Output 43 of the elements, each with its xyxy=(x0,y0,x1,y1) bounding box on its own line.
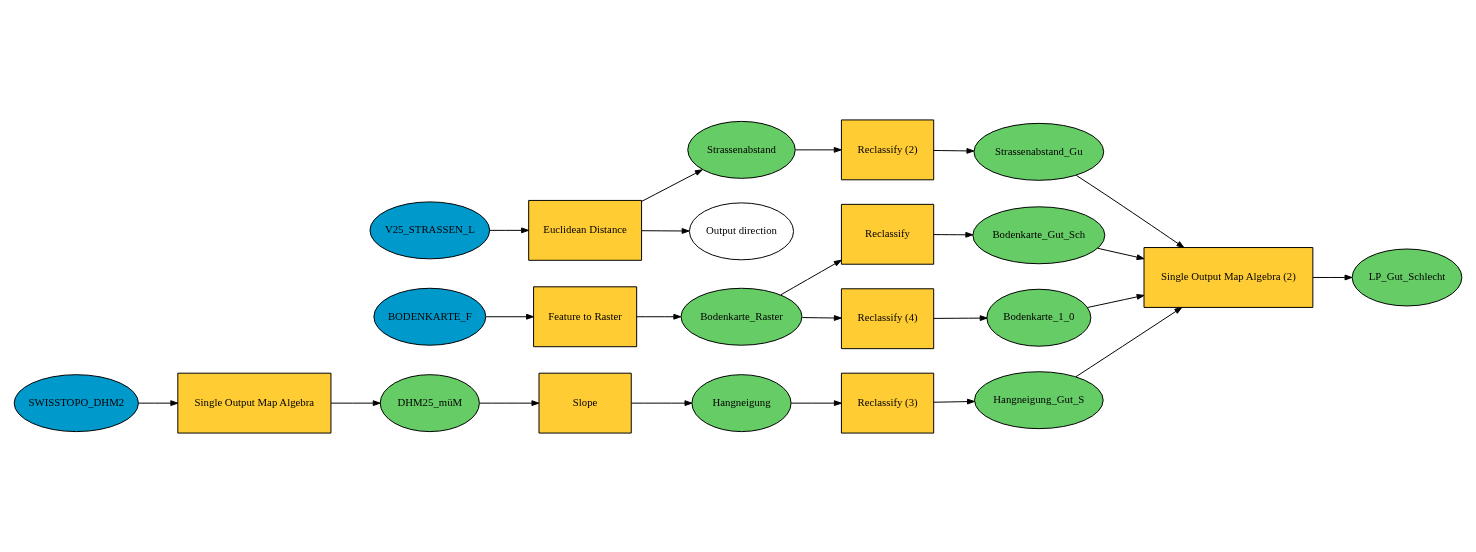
node-ellipse: Bodenkarte_1_0 xyxy=(986,288,1092,347)
node-ellipse: Strassenabstand_Gu xyxy=(973,122,1105,181)
node-ellipse: Hangneigung_Gut_S xyxy=(974,370,1104,429)
arrow xyxy=(479,399,540,406)
arrow xyxy=(641,227,690,234)
node-box: Single Output Map Algebra xyxy=(177,372,332,434)
arrow xyxy=(138,399,179,406)
arrow xyxy=(933,398,975,404)
arrow xyxy=(1075,174,1185,248)
node-ellipse: Output direction xyxy=(688,201,795,260)
arrow xyxy=(795,146,842,153)
arrow xyxy=(933,314,988,321)
node-box: Single Output Map Algebra (2) xyxy=(1143,246,1314,308)
arrow xyxy=(933,231,974,238)
node-box: Feature to Raster xyxy=(533,285,638,347)
arrow xyxy=(1087,293,1145,308)
arrow xyxy=(631,399,693,406)
arrow xyxy=(1312,274,1353,280)
node-ellipse: Bodenkarte_Gut_Sch xyxy=(972,205,1106,264)
arrow xyxy=(636,313,682,320)
arrow xyxy=(1097,247,1145,260)
arrow xyxy=(641,168,703,202)
node-box: Slope xyxy=(538,372,632,434)
node-box: Reclassify (4) xyxy=(840,287,935,349)
node-box: Reclassify (2) xyxy=(840,118,935,180)
arrow xyxy=(780,259,842,295)
arrow xyxy=(485,313,534,320)
node-box: Reclassify (3) xyxy=(840,372,935,434)
arrow xyxy=(790,399,842,406)
arrow xyxy=(1075,306,1183,377)
node-ellipse: BODENKARTE_F xyxy=(373,287,487,346)
node-ellipse: LP_Gut_Schlecht xyxy=(1351,248,1463,306)
node-ellipse: Hangneigung xyxy=(691,373,792,432)
node-box: Reclassify xyxy=(840,203,935,265)
arrow xyxy=(330,399,381,406)
node-box: Euclidean Distance xyxy=(528,199,643,261)
node-ellipse: DHM25_müM xyxy=(379,373,480,432)
arrow xyxy=(801,314,842,321)
node-ellipse: SWISSTOPO_DHM2 xyxy=(13,373,139,432)
node-ellipse: V25_STRASSEN_L xyxy=(369,200,491,259)
arrow xyxy=(489,226,529,233)
arrow xyxy=(933,147,975,154)
node-ellipse: Bodenkarte_Raster xyxy=(680,287,803,346)
